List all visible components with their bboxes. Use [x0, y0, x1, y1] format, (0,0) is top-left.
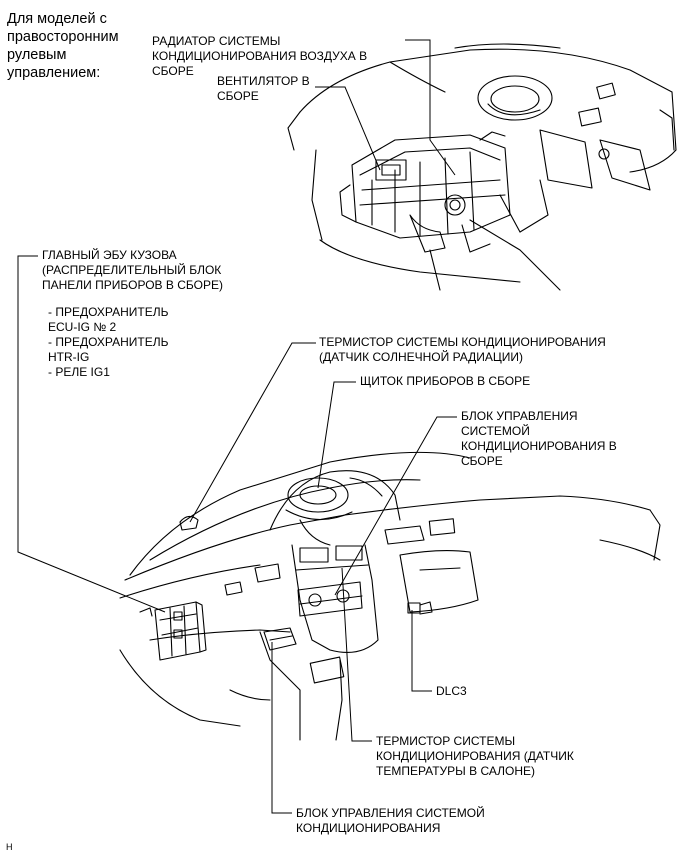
- leader-ac-amplifier: [271, 642, 292, 814]
- label-main-body-ecu: ГЛАВНЫЙ ЭБУ КУЗОВА (РАСПРЕДЕЛИТЕЛЬНЫЙ БЛ…: [42, 248, 223, 292]
- leader-radiator: [405, 39, 456, 176]
- leader-room-temp: [341, 567, 372, 742]
- label-ac-control-assembly: БЛОК УПРАВЛЕНИЯ СИСТЕМОЙ КОНДИЦИОНИРОВАН…: [461, 409, 617, 468]
- leader-lines: [17, 39, 457, 814]
- heading-line: управлением:: [7, 65, 101, 81]
- heading-line: рулевым: [7, 47, 67, 63]
- leader-main-ecu: [17, 255, 166, 613]
- label-combination-meter: ЩИТОК ПРИБОРОВ В СБОРЕ: [360, 374, 531, 388]
- heading-line: правосторонним: [7, 29, 119, 45]
- bottom-dashboard-illustration: [119, 451, 661, 741]
- label-radiator: РАДИАТОР СИСТЕМЫ КОНДИЦИОНИРОВАНИЯ ВОЗДУ…: [152, 34, 368, 78]
- leader-ac-control: [334, 416, 457, 596]
- leader-dlc3: [411, 610, 432, 692]
- label-dlc3: DLC3: [436, 684, 467, 698]
- top-dashboard-illustration: [287, 43, 677, 291]
- label-ac-amplifier: БЛОК УПРАВЛЕНИЯ СИСТЕМОЙ КОНДИЦИОНИРОВАН…: [296, 806, 485, 835]
- leader-fan: [315, 86, 381, 171]
- leader-combination-meter: [317, 381, 356, 489]
- heading-line: Для моделей с: [7, 11, 107, 27]
- label-solar-sensor: ТЕРМИСТОР СИСТЕМЫ КОНДИЦИОНИРОВАНИЯ (ДАТ…: [319, 335, 606, 364]
- label-room-temp-sensor: ТЕРМИСТОР СИСТЕМЫ КОНДИЦИОНИРОВАНИЯ (ДАТ…: [376, 734, 574, 778]
- label-main-ecu-items: - ПРЕДОХРАНИТЕЛЬ ECU-IG № 2 - ПРЕДОХРАНИ…: [48, 305, 169, 379]
- footer-code: H: [6, 842, 13, 852]
- label-fan: ВЕНТИЛЯТОР В СБОРЕ: [217, 74, 310, 103]
- model-heading: Для моделей с правосторонним рулевым упр…: [7, 10, 119, 82]
- leader-solar-sensor: [189, 342, 316, 523]
